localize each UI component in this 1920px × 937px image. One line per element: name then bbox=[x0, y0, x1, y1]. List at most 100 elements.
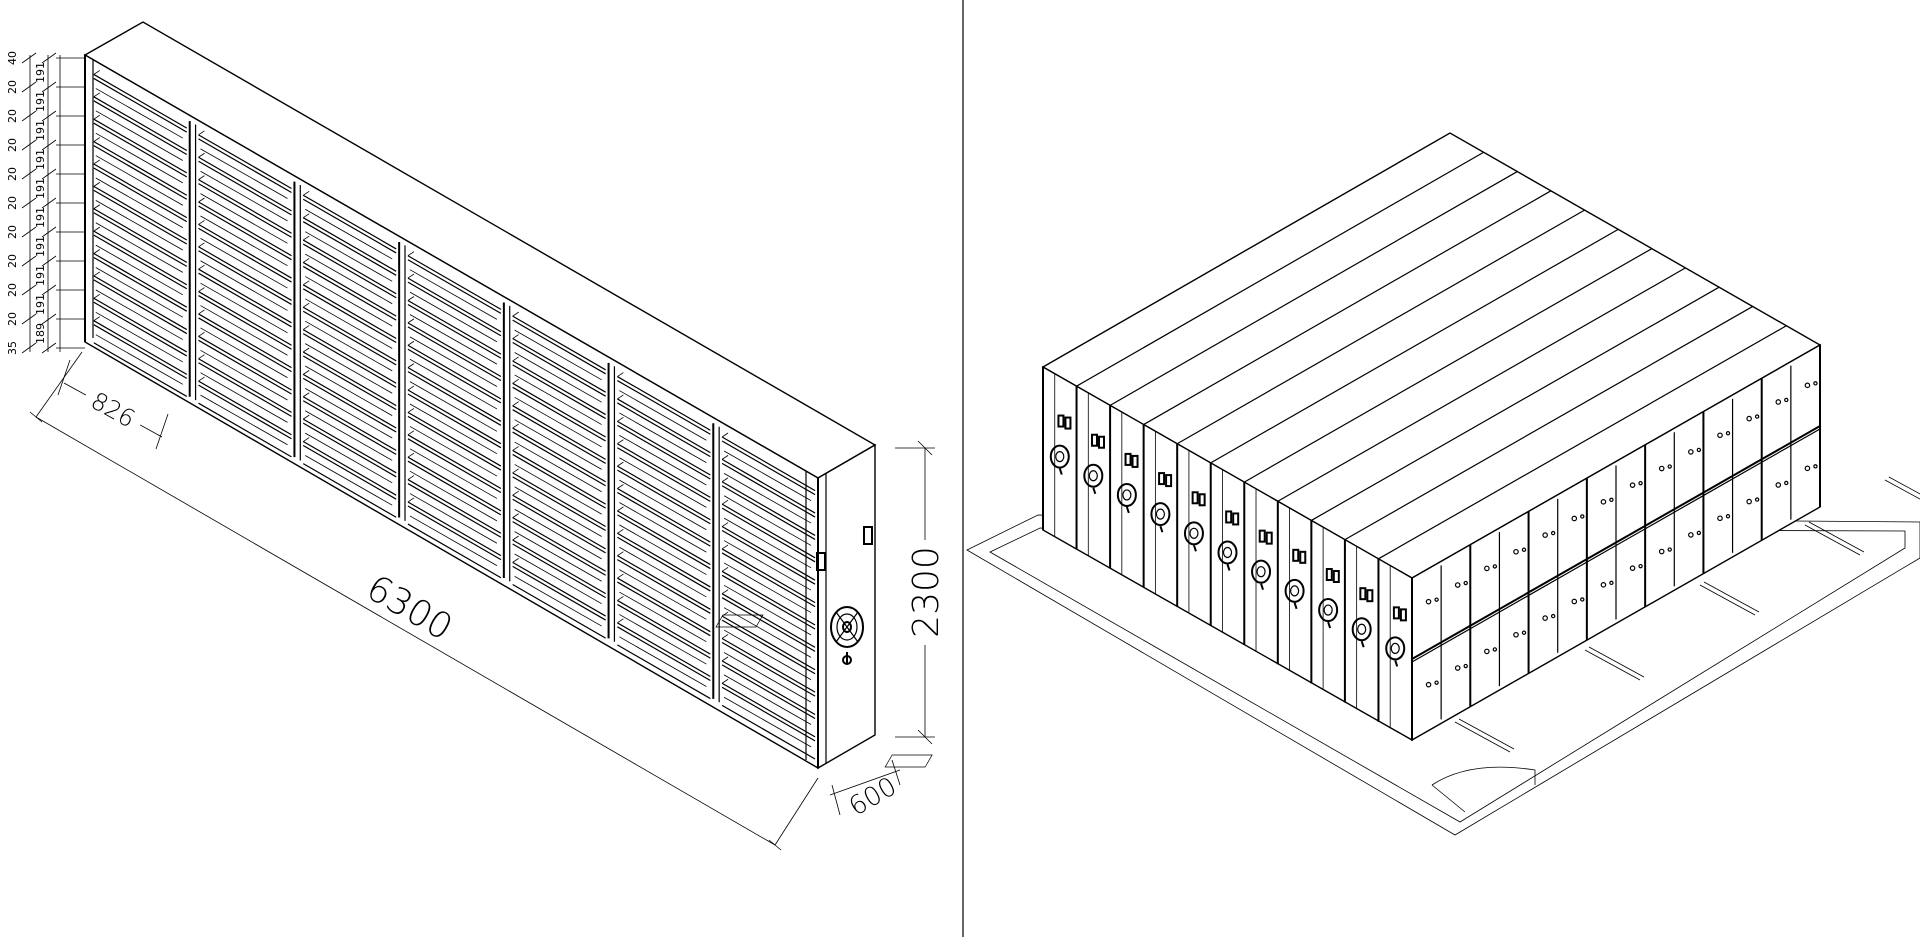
shelf-lip bbox=[198, 227, 292, 283]
shelf-edge bbox=[512, 472, 606, 528]
shelf-back bbox=[619, 502, 707, 553]
shelf-edge bbox=[302, 306, 397, 362]
shelf-edge bbox=[93, 185, 188, 241]
shelf-back bbox=[514, 553, 602, 605]
gap-label: 20 bbox=[6, 138, 19, 152]
shelf-back bbox=[305, 298, 393, 349]
carriage-latch-icon bbox=[1232, 512, 1240, 526]
shelf-lip bbox=[617, 380, 711, 435]
shelf-edge bbox=[407, 411, 502, 467]
shelf-edge bbox=[617, 555, 711, 610]
door-knob-icon bbox=[1813, 381, 1818, 386]
carriage-latch-icon bbox=[1064, 416, 1072, 430]
door-knob-icon bbox=[1609, 580, 1614, 586]
shelf-back bbox=[723, 473, 812, 524]
shelf-edge bbox=[721, 682, 816, 738]
shelf-back bbox=[305, 432, 393, 484]
door-mid-rail bbox=[1586, 524, 1646, 561]
dimension-tick bbox=[41, 197, 57, 209]
shelf-lip bbox=[198, 339, 292, 395]
shelf-notch bbox=[93, 226, 101, 232]
shelf-lip bbox=[617, 603, 711, 659]
plinth-line bbox=[407, 523, 502, 579]
shelf-notch bbox=[512, 468, 519, 474]
shelf-edge bbox=[617, 510, 711, 566]
shelf-edge bbox=[617, 398, 711, 454]
dimension-length-label: 6300 bbox=[359, 568, 459, 649]
floor-rail bbox=[1804, 524, 1861, 556]
shelf-back bbox=[409, 470, 498, 522]
shelf-lip bbox=[302, 400, 397, 455]
shelf-lip bbox=[93, 100, 188, 155]
carriage-wheel-hub bbox=[1122, 489, 1132, 501]
shelf-edge bbox=[721, 570, 816, 626]
shelf-notch bbox=[512, 401, 519, 407]
shelf-notch bbox=[721, 455, 729, 460]
shelf-notch bbox=[303, 325, 310, 330]
shelf-back bbox=[619, 546, 707, 598]
door-mid-rail bbox=[1761, 425, 1821, 461]
door-knob-icon bbox=[1521, 630, 1527, 635]
dimension-tick bbox=[41, 81, 57, 93]
door-knob-icon bbox=[1463, 580, 1468, 586]
shelf-edge bbox=[512, 539, 606, 595]
door-mid-rail-lower bbox=[1703, 461, 1763, 497]
shelf-back bbox=[409, 336, 498, 387]
shelf-edge bbox=[512, 427, 606, 483]
dimension-height: 2300 bbox=[895, 440, 947, 745]
carriage-wheel-icon bbox=[1217, 540, 1238, 565]
shelf-lip bbox=[93, 212, 188, 267]
door-knob-icon bbox=[1784, 397, 1789, 403]
shelf-lip bbox=[198, 272, 292, 328]
door-knob-icon bbox=[1580, 514, 1585, 519]
shelf-notch bbox=[93, 159, 101, 165]
door-knob-icon bbox=[1725, 431, 1731, 436]
shelf-back bbox=[95, 200, 183, 251]
dimension-tick bbox=[41, 226, 57, 238]
carriage-handle-icon bbox=[1325, 568, 1333, 582]
dimension-tick bbox=[41, 284, 57, 296]
plinth-line bbox=[617, 644, 711, 700]
shelf-notch bbox=[303, 302, 310, 308]
carriage-wheel-icon bbox=[1183, 521, 1204, 546]
shelf-back bbox=[619, 636, 707, 687]
shelf-edge bbox=[721, 503, 816, 559]
dimension-tick bbox=[21, 110, 37, 122]
door-knob-icon bbox=[1492, 564, 1498, 569]
door-mid-rail-lower bbox=[1411, 628, 1471, 663]
shelf-edge bbox=[617, 487, 711, 543]
shelf-notch bbox=[198, 130, 205, 136]
shelf-notch bbox=[407, 497, 415, 503]
shelf-edge bbox=[302, 396, 397, 451]
mobile-shelving-system-view bbox=[715, 132, 1920, 836]
carriage-handle-icon bbox=[1057, 414, 1065, 428]
carriage-latch-icon bbox=[1131, 454, 1139, 468]
door-lock-icon bbox=[1629, 482, 1636, 488]
door-knob-icon bbox=[1725, 514, 1731, 519]
shelf-notch bbox=[512, 378, 519, 384]
shelf-edge bbox=[93, 141, 188, 196]
door-lock-icon bbox=[1542, 532, 1548, 538]
shelf-back bbox=[409, 493, 498, 544]
shelf-lip bbox=[721, 440, 816, 496]
shelf-edge bbox=[302, 373, 397, 429]
dimension-tick bbox=[21, 81, 37, 93]
shelf-edge bbox=[198, 201, 292, 257]
shelf-lip bbox=[198, 183, 292, 238]
plinth-line bbox=[198, 402, 292, 458]
shelf-notch bbox=[617, 394, 624, 400]
door-lock-icon bbox=[1658, 548, 1665, 555]
carriage-handle-icon bbox=[1359, 587, 1367, 601]
shelf-edge bbox=[302, 217, 397, 272]
shelf-lip bbox=[198, 362, 292, 417]
shelf-edge bbox=[198, 291, 292, 346]
shelf-edge bbox=[407, 479, 502, 534]
dimension-tick bbox=[41, 255, 57, 267]
shelves bbox=[93, 70, 816, 760]
carriage-wheel-knob bbox=[1226, 564, 1231, 571]
shelf-lip bbox=[617, 447, 711, 502]
shelf-notch bbox=[721, 678, 729, 684]
shelf-edge bbox=[407, 434, 502, 489]
shelf-back bbox=[305, 231, 393, 282]
shelf-lip bbox=[302, 333, 397, 388]
